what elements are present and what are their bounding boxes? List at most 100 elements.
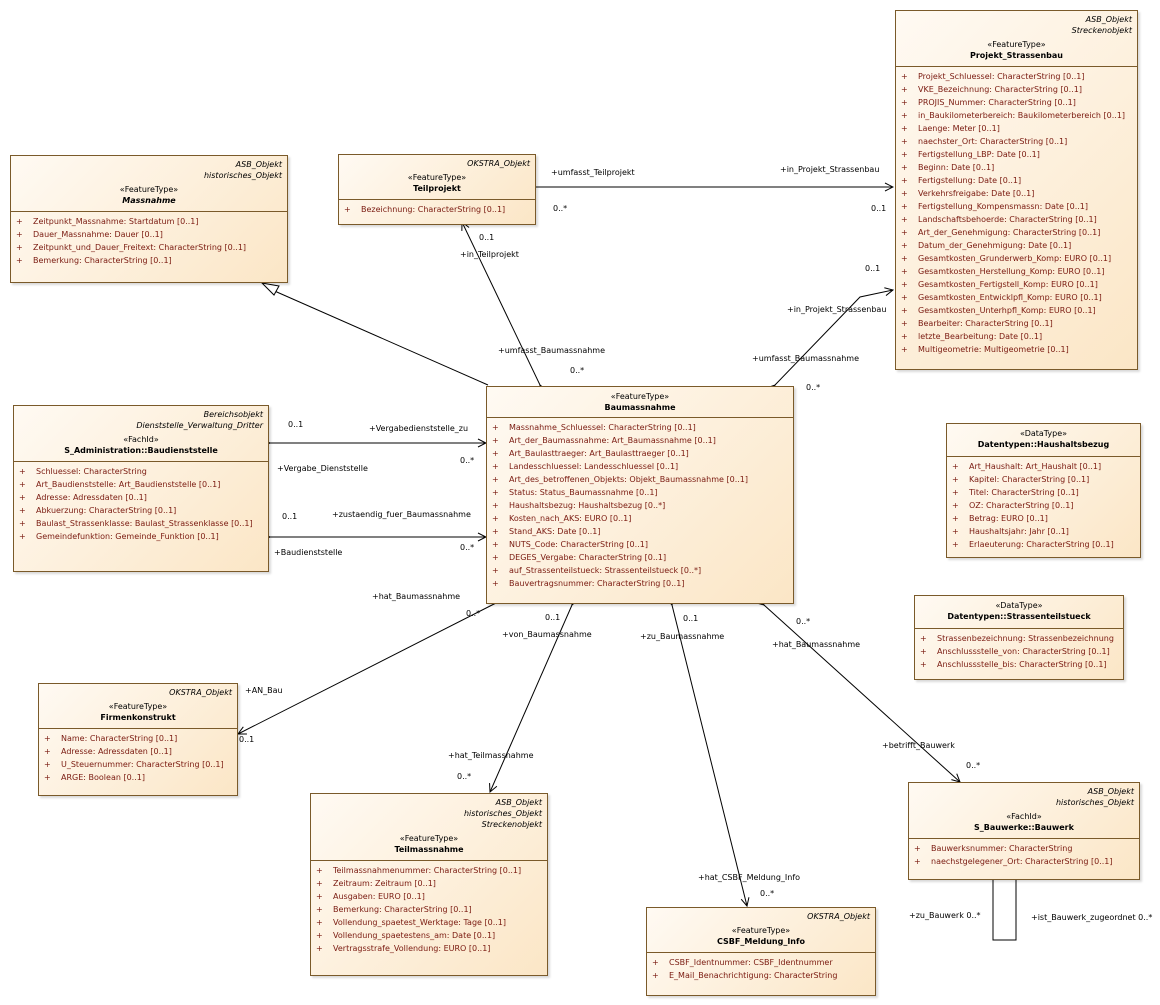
attribute-row[interactable]: +Fertigstellung_LBP: Date [0..1] [896,148,1137,161]
attribute-row[interactable]: +Beginn: Date [0..1] [896,161,1137,174]
attribute-row[interactable]: +in_Baukilometerbereich: Baukilometerber… [896,109,1137,122]
attribute-row[interactable]: +E_Mail_Benachrichtigung: CharacterStrin… [647,969,875,982]
attribute-row[interactable]: +Multigeometrie: Multigeometrie [0..1] [896,343,1137,356]
attribute-row[interactable]: +Fertigstellung_Kompensmassn: Date [0..1… [896,200,1137,213]
attribute-row[interactable]: +Adresse: Adressdaten [0..1] [14,491,268,504]
attribute-row[interactable]: +VKE_Bezeichnung: CharacterString [0..1] [896,83,1137,96]
attribute-row[interactable]: +Art_des_betroffenen_Objekts: Objekt_Bau… [487,473,793,486]
attribute-row[interactable]: +Zeitpunkt_und_Dauer_Freitext: Character… [11,241,287,254]
attribute-row[interactable]: +Abkuerzung: CharacterString [0..1] [14,504,268,517]
attribute-row[interactable]: +Massnahme_Schluessel: CharacterString [… [487,421,793,434]
attribute-row[interactable]: +naechstgelegener_Ort: CharacterString [… [909,855,1139,868]
attribute-row[interactable]: +Art_der_Genehmigung: CharacterString [0… [896,226,1137,239]
attribute-row[interactable]: +ARGE: Boolean [0..1] [39,771,237,784]
visibility-marker: + [492,566,499,575]
assoc-baumassnahme-teilprojekt[interactable] [462,222,540,385]
visibility-marker: + [952,488,959,497]
attribute-row[interactable]: +Haushaltsbezug: Haushaltsbezug [0..*] [487,499,793,512]
attribute-row[interactable]: +Vertragsstrafe_Vollendung: EURO [0..1] [311,942,547,955]
attribute-row[interactable]: +Bemerkung: CharacterString [0..1] [11,254,287,267]
attribute-row[interactable]: +Schluessel: CharacterString [14,465,268,478]
attribute-row[interactable]: +Gesamtkosten_Entwicklpfl_Komp: EURO [0.… [896,291,1137,304]
attribute-row[interactable]: +Art_der_Baumassnahme: Art_Baumassnahme … [487,434,793,447]
attribute-row[interactable]: +Anschlussstelle_bis: CharacterString [0… [915,658,1123,671]
attribute-row[interactable]: +Zeitraum: Zeitraum [0..1] [311,877,547,890]
attribute-row[interactable]: +Stand_AKS: Date [0..1] [487,525,793,538]
attribute-row[interactable]: +Status: Status_Baumassnahme [0..1] [487,486,793,499]
generalization-baumassnahme-massnahme[interactable] [269,288,489,386]
assoc-an-bau[interactable] [238,603,496,734]
attribute-row[interactable]: +NUTS_Code: CharacterString [0..1] [487,538,793,551]
assoc-bauwerk-self[interactable] [992,879,1017,941]
attribute-row[interactable]: +Teilmassnahmenummer: CharacterString [0… [311,864,547,877]
attribute-row[interactable]: +OZ: CharacterString [0..1] [947,499,1140,512]
attribute-row[interactable]: +Erlaeuterung: CharacterString [0..1] [947,538,1140,551]
class-csbf-meldung-info[interactable]: OKSTRA_Objekt «FeatureType» CSBF_Meldung… [646,907,876,996]
attribute-row[interactable]: +Projekt_Schluessel: CharacterString [0.… [896,70,1137,83]
attribute-list: +Massnahme_Schluessel: CharacterString [… [487,418,793,593]
attribute-row[interactable]: +Landesschluessel: Landesschluessel [0..… [487,460,793,473]
attribute-row[interactable]: +Art_Haushalt: Art_Haushalt [0..1] [947,460,1140,473]
class-teilprojekt[interactable]: OKSTRA_Objekt «FeatureType» Teilprojekt … [338,154,536,225]
attribute-row[interactable]: +Bezeichnung: CharacterString [0..1] [339,203,535,216]
visibility-marker: + [901,124,908,133]
class-firmenkonstrukt[interactable]: OKSTRA_Objekt «FeatureType» Firmenkonstr… [38,683,238,796]
attribute-row[interactable]: +Adresse: Adressdaten [0..1] [39,745,237,758]
attribute-row[interactable]: +PROJIS_Nummer: CharacterString [0..1] [896,96,1137,109]
visibility-marker: + [901,319,908,328]
attribute-row[interactable]: +Ausgaben: EURO [0..1] [311,890,547,903]
attribute-text: Erlaeuterung: CharacterString [0..1] [969,540,1114,549]
attribute-row[interactable]: +Bemerkung: CharacterString [0..1] [311,903,547,916]
attribute-row[interactable]: +Kosten_nach_AKS: EURO [0..1] [487,512,793,525]
visibility-marker: + [19,480,26,489]
attribute-row[interactable]: +CSBF_Identnummer: CSBF_Identnummer [647,956,875,969]
attribute-row[interactable]: +Laenge: Meter [0..1] [896,122,1137,135]
attribute-row[interactable]: +Gesamtkosten_Grunderwerb_Komp: EURO [0.… [896,252,1137,265]
attribute-row[interactable]: +letzte_Bearbeitung: Date [0..1] [896,330,1137,343]
attribute-row[interactable]: +Titel: CharacterString [0..1] [947,486,1140,499]
attribute-row[interactable]: +Landschaftsbehoerde: CharacterString [0… [896,213,1137,226]
attribute-row[interactable]: +naechster_Ort: CharacterString [0..1] [896,135,1137,148]
attribute-row[interactable]: +Vollendung_spaetest_Werktage: Tage [0..… [311,916,547,929]
attribute-row[interactable]: +Verkehrsfreigabe: Date [0..1] [896,187,1137,200]
attribute-row[interactable]: +Strassenbezeichnung: Strassenbezeichnun… [915,632,1123,645]
attribute-row[interactable]: +Art_Baudienststelle: Art_Baudienststell… [14,478,268,491]
attribute-row[interactable]: +Gesamtkosten_Unterhpfl_Komp: EURO [0..1… [896,304,1137,317]
attribute-row[interactable]: +Haushaltsjahr: Jahr [0..1] [947,525,1140,538]
attribute-row[interactable]: +auf_Strassenteilstueck: Strassenteilstu… [487,564,793,577]
attribute-row[interactable]: +Vollendung_spaetestens_am: Date [0..1] [311,929,547,942]
attribute-row[interactable]: +Anschlussstelle_von: CharacterString [0… [915,645,1123,658]
attribute-row[interactable]: +Gesamtkosten_Herstellung_Komp: EURO [0.… [896,265,1137,278]
attribute-row[interactable]: +Zeitpunkt_Massnahme: Startdatum [0..1] [11,215,287,228]
attribute-row[interactable]: +Kapitel: CharacterString [0..1] [947,473,1140,486]
attribute-row[interactable]: +Betrag: EURO [0..1] [947,512,1140,525]
attribute-row[interactable]: +Gemeindefunktion: Gemeinde_Funktion [0.… [14,530,268,543]
class-baumassnahme[interactable]: «FeatureType» Baumassnahme +Massnahme_Sc… [486,386,794,604]
visibility-marker: + [44,734,51,743]
class-haushaltsbezug[interactable]: «DataType» Datentypen::Haushaltsbezug +A… [946,423,1141,558]
attribute-row[interactable]: +Bauwerksnummer: CharacterString [909,842,1139,855]
attribute-row[interactable]: +Fertigstellung: Date [0..1] [896,174,1137,187]
assoc-teilmassnahme[interactable] [490,605,572,792]
attribute-row[interactable]: +Gesamtkosten_Fertigstell_Komp: EURO [0.… [896,278,1137,291]
attribute-row[interactable]: +Dauer_Massnahme: Dauer [0..1] [11,228,287,241]
class-strassenteilstueck[interactable]: «DataType» Datentypen::Strassenteilstuec… [914,595,1124,680]
attribute-row[interactable]: +U_Steuernummer: CharacterString [0..1] [39,758,237,771]
attribute-row[interactable]: +Datum_der_Genehmigung: Date [0..1] [896,239,1137,252]
assoc-csbf[interactable] [672,605,747,906]
attribute-row[interactable]: +Bearbeiter: CharacterString [0..1] [896,317,1137,330]
assoc-bauwerk[interactable] [764,605,960,782]
attribute-row[interactable]: +Art_Baulasttraeger: Art_Baulasttraeger … [487,447,793,460]
attribute-row[interactable]: +Bauvertragsnummer: CharacterString [0..… [487,577,793,590]
attribute-row[interactable]: +DEGES_Vergabe: CharacterString [0..1] [487,551,793,564]
visibility-marker: + [901,85,908,94]
attribute-row[interactable]: +Name: CharacterString [0..1] [39,732,237,745]
attribute-row[interactable]: +Baulast_Strassenklasse: Baulast_Strasse… [14,517,268,530]
assoc-baumassnahme-projekt[interactable] [775,290,893,385]
